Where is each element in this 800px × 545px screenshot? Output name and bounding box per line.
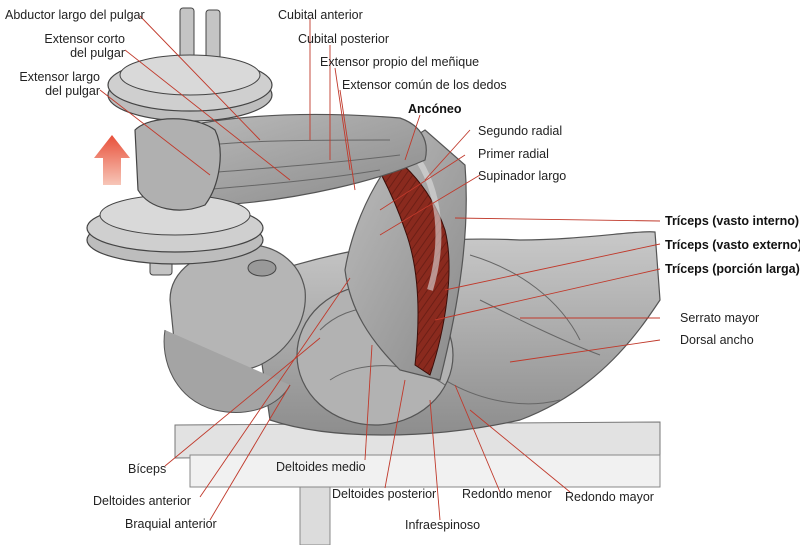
label-extensor-largo-line2: del pulgar (45, 84, 100, 98)
label-supinador-largo: Supinador largo (478, 169, 567, 183)
bench (174, 421, 661, 545)
label-anconeo: Ancóneo (408, 102, 462, 116)
label-cubital-anterior: Cubital anterior (278, 8, 363, 22)
label-primer-radial: Primer radial (478, 147, 549, 161)
label-abductor-largo-del-pulgar: Abductor largo del pulgar (5, 8, 145, 22)
label-redondo-mayor: Redondo mayor (565, 490, 654, 504)
label-serrato-mayor: Serrato mayor (680, 311, 760, 325)
hand (134, 118, 221, 211)
label-extensor-comun-de-los-dedos: Extensor común de los dedos (342, 78, 507, 92)
label-triceps-vasto-interno: Tríceps (vasto interno) (665, 214, 800, 228)
upper-arm (344, 129, 467, 381)
label-biceps: Bíceps (128, 462, 167, 476)
label-extensor-corto-line1: Extensor corto (44, 32, 125, 46)
label-extensor-largo-line1: Extensor largo (19, 70, 100, 84)
label-dorsal-ancho: Dorsal ancho (680, 333, 754, 347)
label-triceps-vasto-externo: Tríceps (vasto externo) (665, 238, 800, 252)
label-triceps-porcion-larga: Tríceps (porción larga) (665, 262, 800, 276)
dumbbell (86, 7, 273, 276)
leader-lines (99, 15, 661, 521)
label-extensor-corto-line2: del pulgar (70, 46, 125, 60)
label-deltoides-medio: Deltoides medio (276, 460, 366, 474)
label-braquial-anterior: Braquial anterior (125, 517, 217, 531)
up-arrow-icon (94, 135, 130, 185)
label-cubital-posterior: Cubital posterior (298, 32, 390, 46)
label-segundo-radial: Segundo radial (478, 124, 563, 138)
label-deltoides-posterior: Deltoides posterior (332, 487, 437, 501)
label-deltoides-anterior: Deltoides anterior (93, 494, 191, 508)
label-extensor-propio-del-menique: Extensor propio del meñique (320, 55, 480, 69)
label-infraespinoso: Infraespinoso (405, 518, 481, 532)
label-redondo-menor: Redondo menor (462, 487, 552, 501)
head (163, 244, 306, 413)
